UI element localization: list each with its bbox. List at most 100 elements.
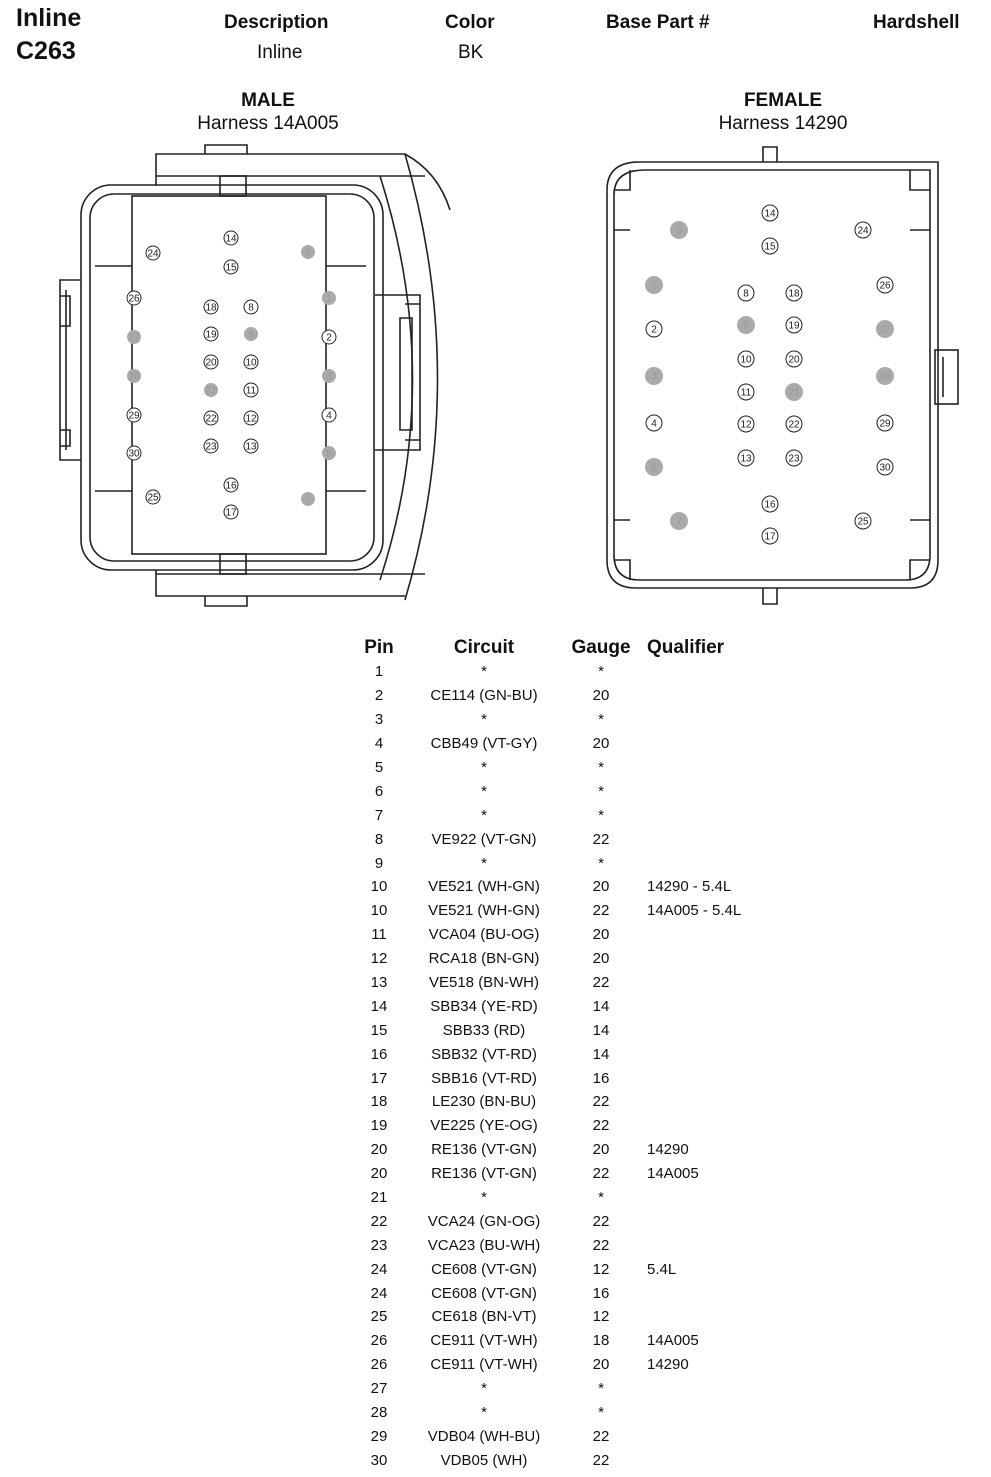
- svg-text:17: 17: [764, 532, 776, 543]
- svg-text:28: 28: [128, 372, 140, 383]
- svg-text:13: 13: [740, 454, 752, 465]
- pin-cell: 13: [370, 974, 388, 992]
- svg-text:6: 6: [305, 248, 311, 259]
- male-pin: 24: [145, 245, 161, 261]
- qualifier-cell: [637, 1233, 767, 1257]
- male-pin: 14: [223, 230, 239, 246]
- table-row: 3**: [355, 708, 767, 732]
- female-pin: 24: [854, 221, 872, 239]
- gauge-cell: 22: [592, 1236, 610, 1254]
- svg-text:25: 25: [147, 493, 159, 504]
- svg-text:4: 4: [651, 419, 657, 430]
- male-pin: 12: [243, 410, 259, 426]
- gauge-cell: 16: [592, 1069, 610, 1087]
- pin-cell: 10: [370, 878, 388, 896]
- gauge-cell: 22: [592, 1117, 610, 1135]
- male-pin: 27: [127, 330, 141, 344]
- pin-cell: 29: [370, 1427, 388, 1445]
- male-pin: 16: [223, 477, 239, 493]
- female-harness: Harness 14290: [718, 113, 848, 134]
- gauge-cell: 20: [592, 878, 610, 896]
- circuit-cell: SBB33 (RD): [442, 1021, 526, 1039]
- male-pin: 2: [321, 329, 337, 345]
- svg-text:23: 23: [788, 454, 800, 465]
- pin-cell: 7: [374, 806, 384, 824]
- description-value: Inline: [257, 42, 303, 63]
- table-row: 21**: [355, 1186, 767, 1210]
- pin-cell: 15: [370, 1021, 388, 1039]
- svg-text:29: 29: [128, 411, 140, 422]
- circuit-cell: LE230 (BN-BU): [431, 1093, 537, 1111]
- svg-text:11: 11: [741, 388, 752, 399]
- pin-cell: 5: [374, 759, 384, 776]
- female-pin: 4: [645, 414, 663, 432]
- circuit-cell: VCA23 (BU-WH): [427, 1236, 541, 1254]
- table-row: 6**: [355, 779, 767, 803]
- pin-cell: 23: [370, 1236, 388, 1254]
- male-pin: 3: [322, 369, 336, 383]
- female-pin: 7: [670, 512, 688, 530]
- svg-text:12: 12: [740, 420, 752, 431]
- male-pin: 6: [301, 245, 315, 259]
- qualifier-cell: [637, 1186, 767, 1210]
- table-header-row: Pin Circuit Gauge Qualifier: [355, 636, 767, 660]
- female-pin: 6: [670, 221, 688, 239]
- male-pin: 11: [243, 382, 259, 398]
- table-row: 7**: [355, 803, 767, 827]
- male-pin: 28: [127, 369, 141, 383]
- circuit-cell: RE136 (VT-GN): [431, 1165, 537, 1183]
- qualifier-cell: [637, 1401, 767, 1425]
- male-pin-grid: 24 14 15 6 26 18 8 1 27 19 9 2 28 20 10 …: [126, 230, 337, 520]
- svg-text:26: 26: [128, 294, 140, 305]
- female-pin: 22: [785, 415, 803, 433]
- pin-cell: 19: [370, 1117, 388, 1135]
- male-pin: 1: [322, 291, 336, 305]
- svg-text:26: 26: [879, 281, 891, 292]
- qualifier-cell: [637, 947, 767, 971]
- pin-cell: 27: [370, 1380, 388, 1398]
- circuit-cell: *: [481, 663, 487, 681]
- svg-text:20: 20: [788, 355, 800, 366]
- circuit-cell: VCA24 (GN-OG): [427, 1212, 541, 1230]
- gauge-cell: 20: [592, 735, 610, 753]
- male-pin: 7: [301, 492, 315, 506]
- gauge-cell: 14: [592, 1021, 610, 1039]
- pin-cell: 20: [370, 1141, 388, 1159]
- qualifier-cell: [637, 1448, 767, 1472]
- qualifier-cell: [637, 923, 767, 947]
- gauge-cell: 20: [592, 1356, 610, 1374]
- pin-column-header: Pin: [364, 637, 394, 658]
- female-pin: 12: [737, 415, 755, 433]
- gauge-cell: 22: [592, 1427, 610, 1445]
- female-pin: 8: [737, 284, 755, 302]
- svg-text:21: 21: [205, 386, 217, 397]
- female-pin: 10: [737, 350, 755, 368]
- male-pin: 8: [243, 299, 259, 315]
- qualifier-cell: [637, 851, 767, 875]
- svg-text:7: 7: [305, 495, 311, 506]
- female-pin: 14: [761, 204, 779, 222]
- female-pin: 25: [854, 512, 872, 530]
- svg-text:3: 3: [651, 372, 657, 383]
- circuit-cell: CE114 (GN-BU): [430, 687, 538, 705]
- circuit-column-header: Circuit: [453, 637, 515, 658]
- male-pin: 30: [126, 445, 142, 461]
- svg-text:8: 8: [743, 289, 749, 300]
- gauge-column-header: Gauge: [571, 637, 631, 658]
- male-pin: 23: [203, 438, 219, 454]
- male-pin: 15: [223, 259, 239, 275]
- female-pin: 18: [785, 284, 803, 302]
